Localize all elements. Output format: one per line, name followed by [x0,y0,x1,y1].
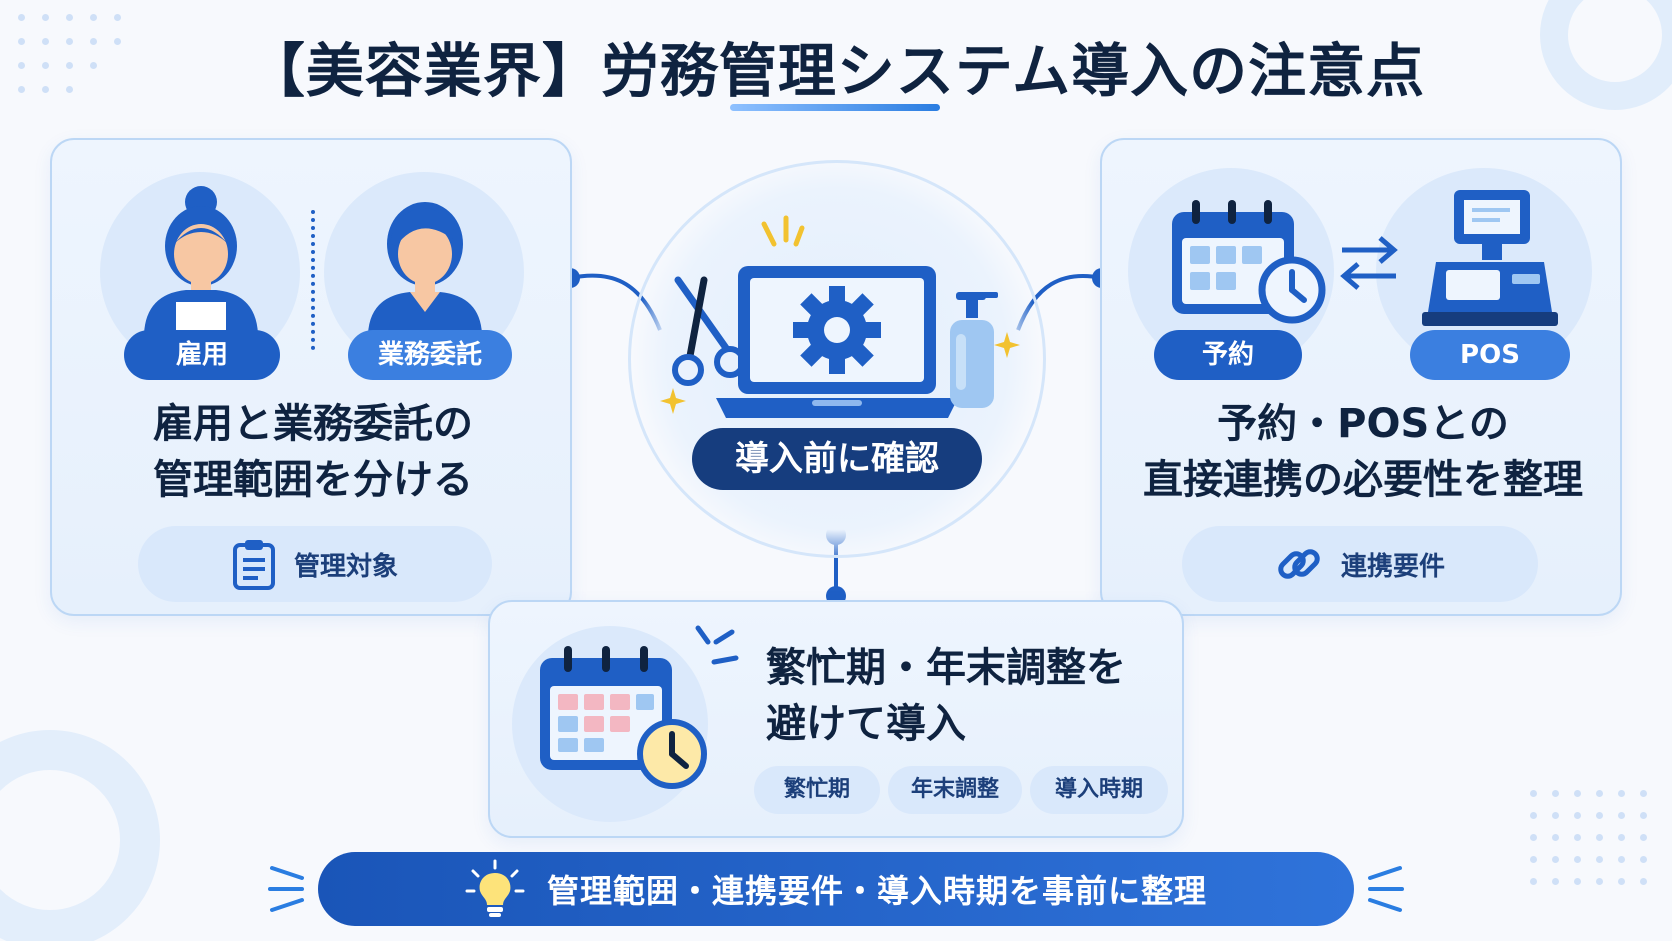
reservation-pill: 予約 [1154,330,1302,380]
reservation-pos-panel: 予約 POS 予約・POSとの 直接連携の必要性を整理 連携要件 [1100,138,1622,616]
title-underline [730,104,940,111]
pos-pill: POS [1410,330,1570,380]
right-heading-line2: 直接連携の必要性を整理 [1143,457,1583,503]
sparkle-lines-icon [761,215,805,247]
dot-grid-top-left [18,14,128,104]
left-heading-line1: 雇用と業務委託の [153,401,473,447]
summary-banner-label: 管理範囲・連携要件・導入時期を事前に整理 [546,872,1207,910]
contractor-icon [368,202,482,334]
employee-icon [144,186,258,334]
timing-heading-line1: 繁忙期・年末調整を [766,645,1126,691]
laptop-gear-icon [716,266,958,418]
employment-outsourcing-panel: 雇用 業務委託 雇用と業務委託の 管理範囲を分ける 管理対象 [50,138,572,616]
sparkle-right-icon [994,332,1020,358]
timing-heading-line2: 避けて導入 [766,701,966,747]
pump-bottle-icon [950,292,998,408]
alert-lines-icon [695,625,739,665]
management-target-label: 管理対象 [293,551,398,582]
left-panel-heading: 雇用と業務委託の 管理範囲を分ける [52,396,574,508]
clipboard-icon [232,540,275,590]
dot-grid-bottom-right [1530,790,1660,920]
integration-requirements-label: 連携要件 [1340,551,1445,582]
outsourcing-pill: 業務委託 [348,330,512,380]
right-heading-line1: 予約・POSとの [1217,401,1509,447]
integration-requirements-pill: 連携要件 [1182,526,1538,602]
sync-arrows-icon [1340,236,1398,290]
right-panel-heading: 予約・POSとの 直接連携の必要性を整理 [1102,396,1624,508]
banner-right-rays [1368,866,1404,912]
tag-introduction-timing: 導入時期 [1030,766,1168,814]
employment-pill: 雇用 [124,330,280,380]
calendar-clock-icon-right [1172,200,1326,324]
calendar-clock-icon [540,646,707,789]
banner-left-rays [268,866,304,912]
sparkle-icon [660,388,686,414]
tag-busy-season: 繁忙期 [754,766,880,814]
tag-year-end-adjustment: 年末調整 [888,766,1022,814]
pos-register-icon [1422,190,1558,326]
lightbulb-icon [465,859,525,917]
pre-introduction-check-pill: 導入前に確認 [692,428,982,490]
divider-dotted [311,210,315,350]
timing-panel: 繁忙期・年末調整を 避けて導入 繁忙期 年末調整 導入時期 [488,600,1184,838]
link-icon [1278,549,1320,579]
timing-heading: 繁忙期・年末調整を 避けて導入 [766,640,1166,752]
summary-banner: 管理範囲・連携要件・導入時期を事前に整理 [318,852,1354,926]
page-title: 【美容業界】労務管理システム導入の注意点 [246,37,1426,105]
management-target-pill: 管理対象 [138,526,492,602]
left-heading-line2: 管理範囲を分ける [153,457,473,503]
